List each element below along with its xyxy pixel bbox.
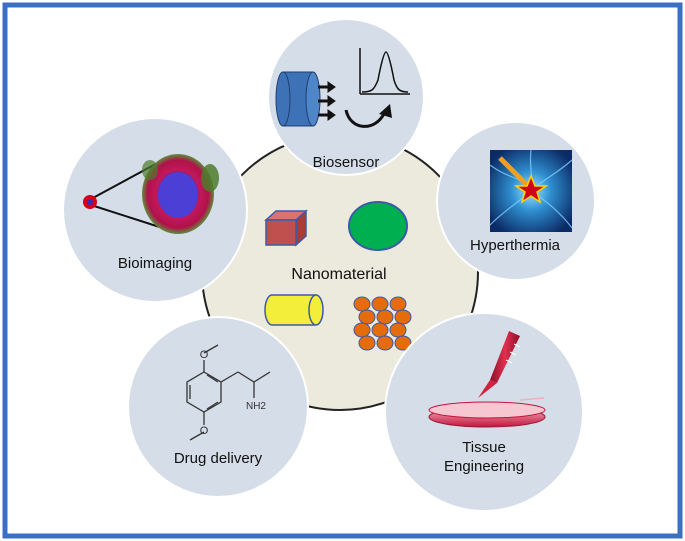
- curved-arrow-icon: [344, 104, 392, 128]
- drug-delivery-node: O O NH2 Drug delivery: [127, 316, 309, 498]
- drug-delivery-bubble: [127, 316, 309, 498]
- nanoparticle: [389, 322, 407, 338]
- nanoparticle: [358, 309, 376, 325]
- cube-shape: [264, 209, 308, 247]
- biosensor-bubble: [267, 18, 425, 176]
- bioimaging-node: Bioimaging: [62, 117, 248, 303]
- nanoparticle: [394, 309, 412, 325]
- drug-delivery-label: Drug delivery: [174, 450, 263, 467]
- cell-microscopy-image: [142, 154, 219, 234]
- molecule-structure-icon: [186, 344, 271, 441]
- amine-label: NH2: [246, 401, 266, 412]
- nanoparticle: [371, 296, 389, 312]
- tissue-engineering-node: Tissue Engineering: [384, 312, 584, 512]
- biosensor-label: Biosensor: [313, 154, 380, 171]
- cylinder-shape: [264, 294, 324, 326]
- nanoparticle: [353, 296, 371, 312]
- petri-dish-icon: [428, 401, 546, 428]
- nanoparticle-array: [353, 296, 412, 351]
- spectrum-plot-icon: [359, 48, 410, 95]
- nanoparticle: [358, 335, 376, 351]
- center-label: Nanomaterial: [291, 266, 386, 283]
- hyperthermia-node: Hyperthermia: [436, 121, 596, 281]
- nanoparticle: [394, 335, 412, 351]
- hyperthermia-cell-image: [489, 149, 573, 232]
- tissue-label-line2: Engineering: [444, 458, 524, 475]
- star-icon: [513, 173, 549, 204]
- nanoparticle: [376, 309, 394, 325]
- pipette-icon: [478, 331, 521, 398]
- methoxy-bottom-label: O: [200, 425, 209, 437]
- hyperthermia-label: Hyperthermia: [470, 237, 561, 254]
- nanoparticle: [376, 335, 394, 351]
- nanoparticle: [389, 296, 407, 312]
- small-cell-icon: [83, 195, 97, 209]
- bioimaging-label: Bioimaging: [118, 255, 192, 272]
- sensor-cylinder-icon: [275, 71, 321, 127]
- tissue-label-line1: Tissue: [462, 439, 506, 456]
- nanoparticle: [353, 322, 371, 338]
- methoxy-top-label: O: [200, 349, 209, 361]
- nanoparticle: [371, 322, 389, 338]
- sphere-shape: [348, 201, 408, 251]
- signal-arrows-icon: [318, 81, 336, 121]
- biosensor-node: Biosensor: [267, 18, 425, 176]
